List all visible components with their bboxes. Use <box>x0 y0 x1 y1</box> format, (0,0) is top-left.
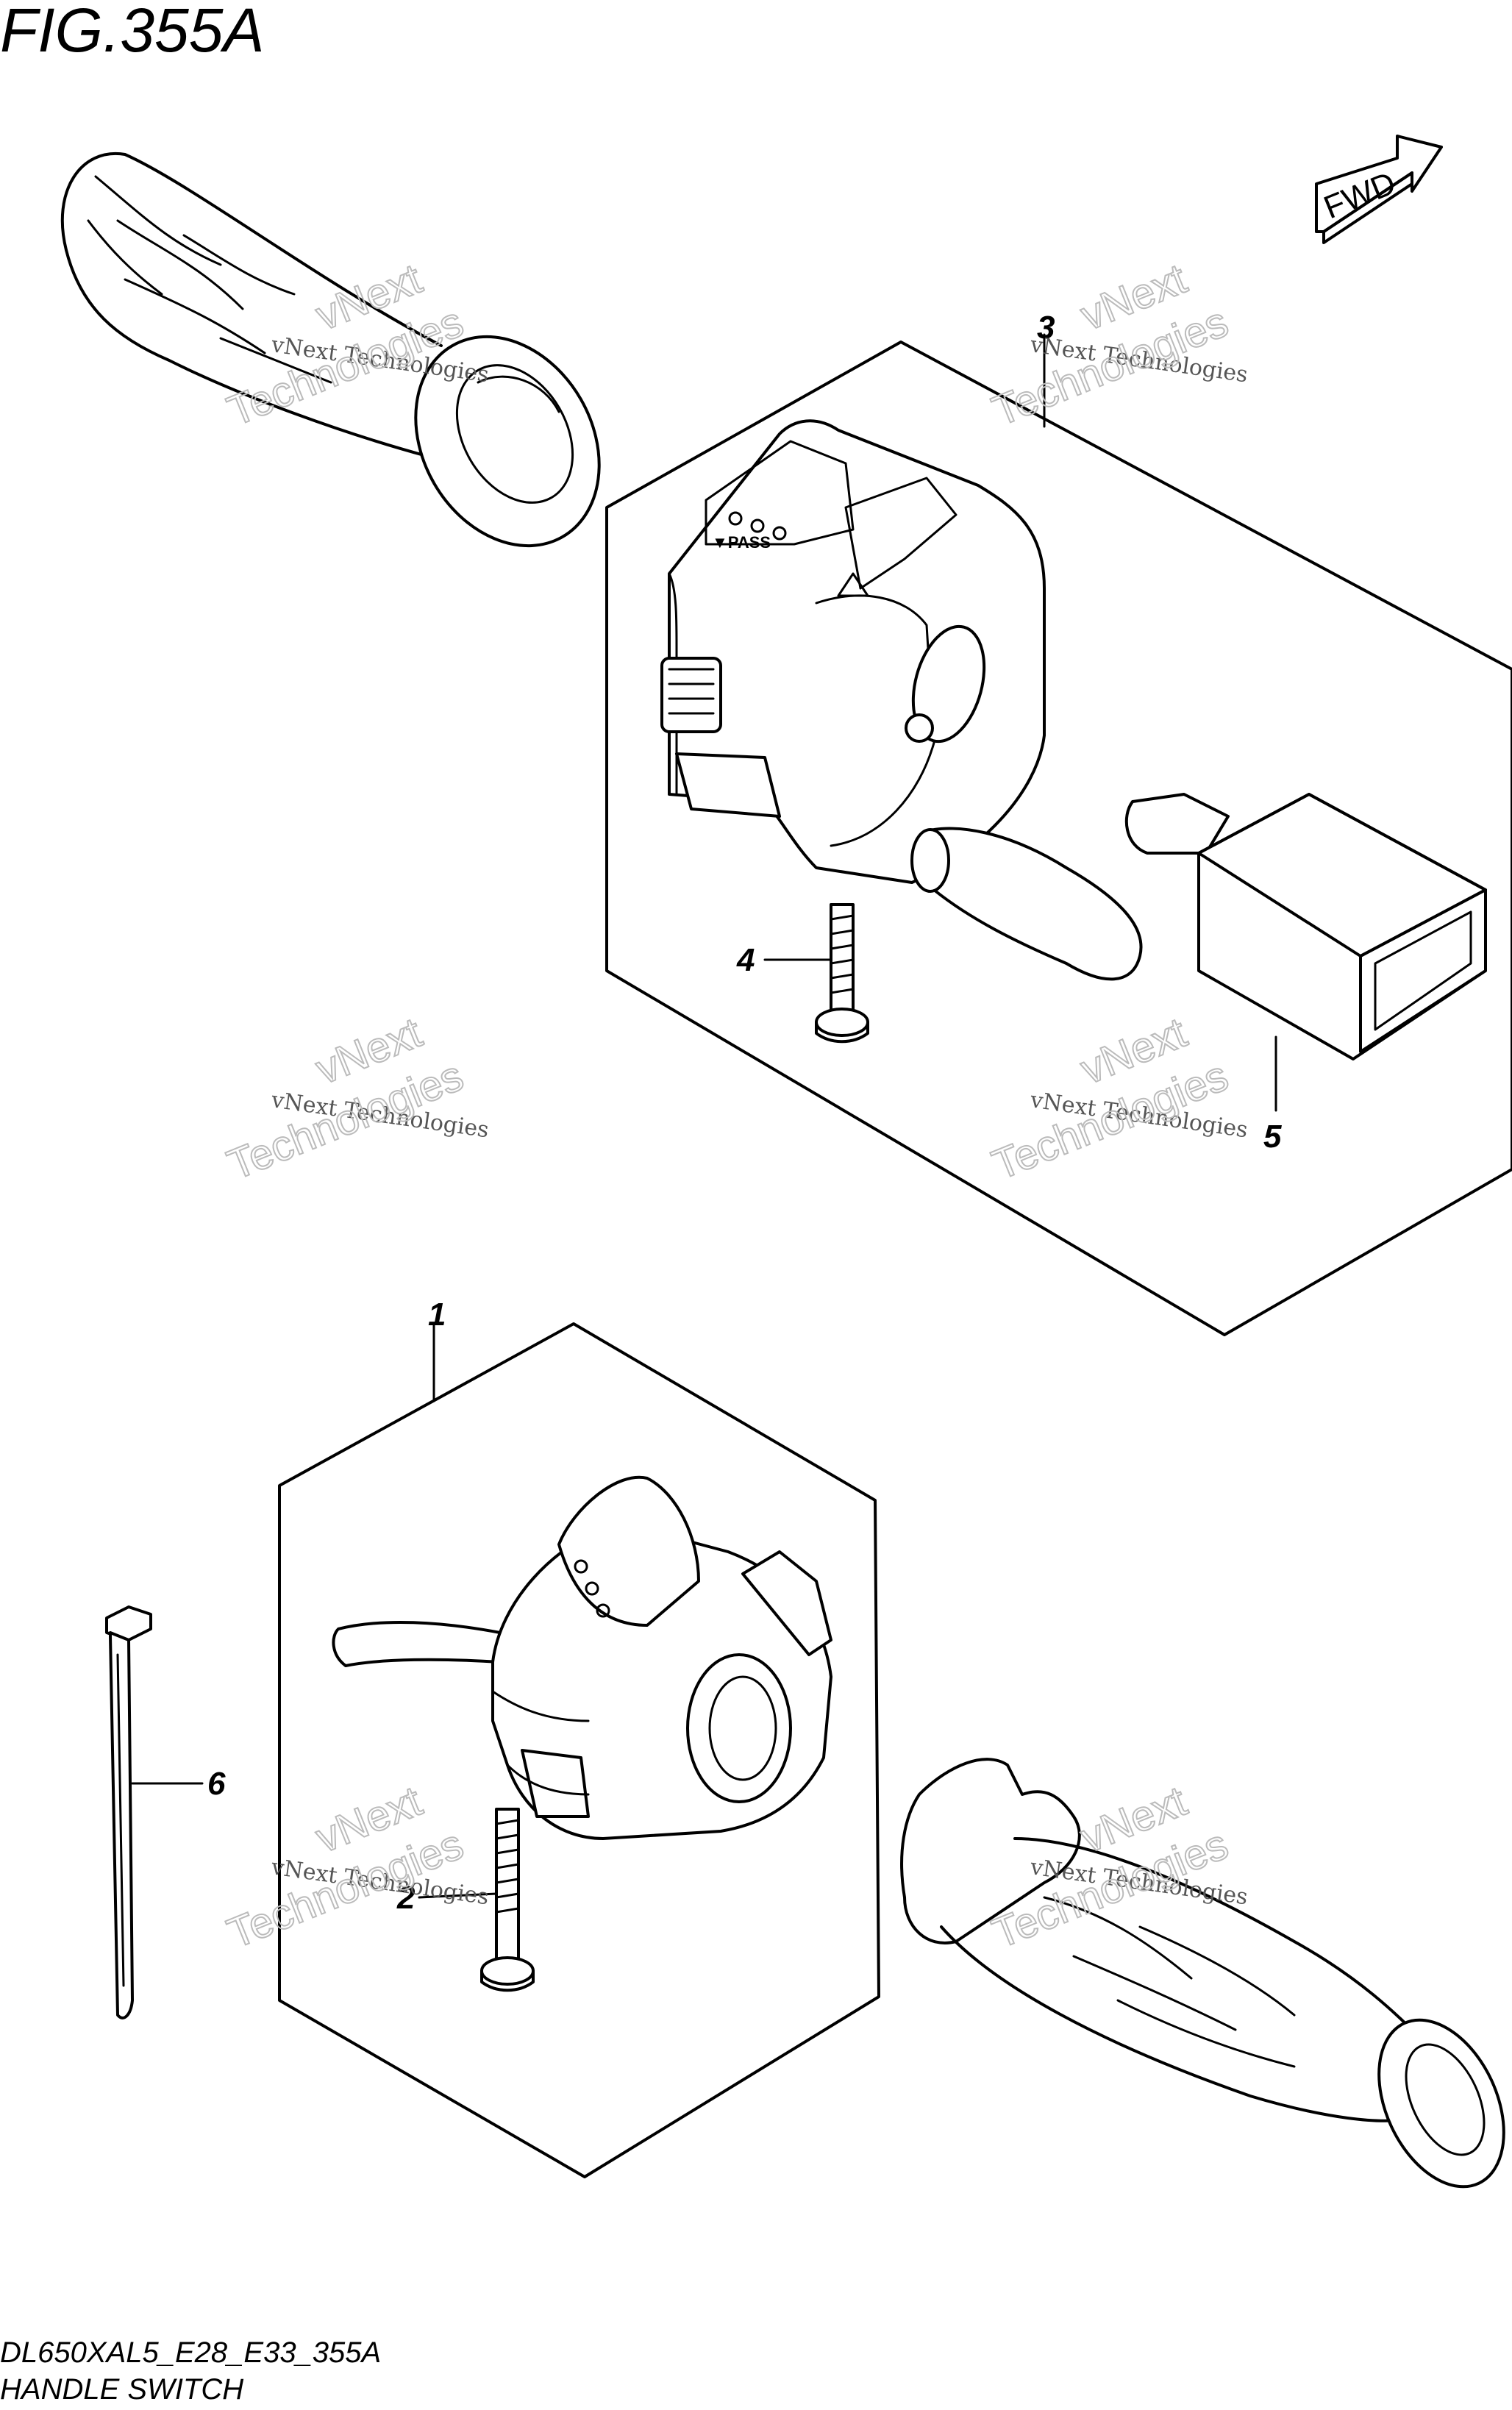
callout-6: 6 <box>207 1766 226 1802</box>
callout-4: 4 <box>736 942 755 978</box>
callout-leaders <box>131 333 1277 1899</box>
callout-5: 5 <box>1263 1119 1282 1155</box>
cable-tie-6 <box>105 1605 152 2019</box>
watermark-mid-right: vNext vNext Technologies Technologies <box>985 1008 1249 1190</box>
forward-direction-arrow-icon: FWD <box>1315 135 1443 244</box>
watermark-mid-left: vNext vNext Technologies Technologies <box>221 1008 491 1190</box>
svg-text:▼PASS: ▼PASS <box>712 533 771 552</box>
screw-2 <box>480 1808 535 1992</box>
handle-switch-left <box>332 1475 832 1840</box>
screw-4 <box>815 903 869 1044</box>
kit-outline-3 <box>605 341 1512 1336</box>
callout-2: 2 <box>396 1880 416 1916</box>
figure-name: HANDLE SWITCH <box>0 2373 243 2406</box>
watermark-top-right: vNext vNext Technologies Technologies <box>985 254 1249 436</box>
handlebar-grip-right <box>900 1758 1505 2189</box>
cover-5 <box>1124 793 1487 1060</box>
callout-1: 1 <box>428 1297 446 1333</box>
handle-switch-right: ▼PASS <box>660 419 1143 981</box>
figure-title: FIG.355A <box>0 0 265 65</box>
callout-3: 3 <box>1037 310 1055 346</box>
watermark-bottom-left: vNext vNext Technologies Technologies <box>221 1776 491 1958</box>
kit-outline-1 <box>278 1322 880 2178</box>
handlebar-grip-left <box>60 151 601 548</box>
model-code: DL650XAL5_E28_E33_355A <box>0 2336 381 2369</box>
